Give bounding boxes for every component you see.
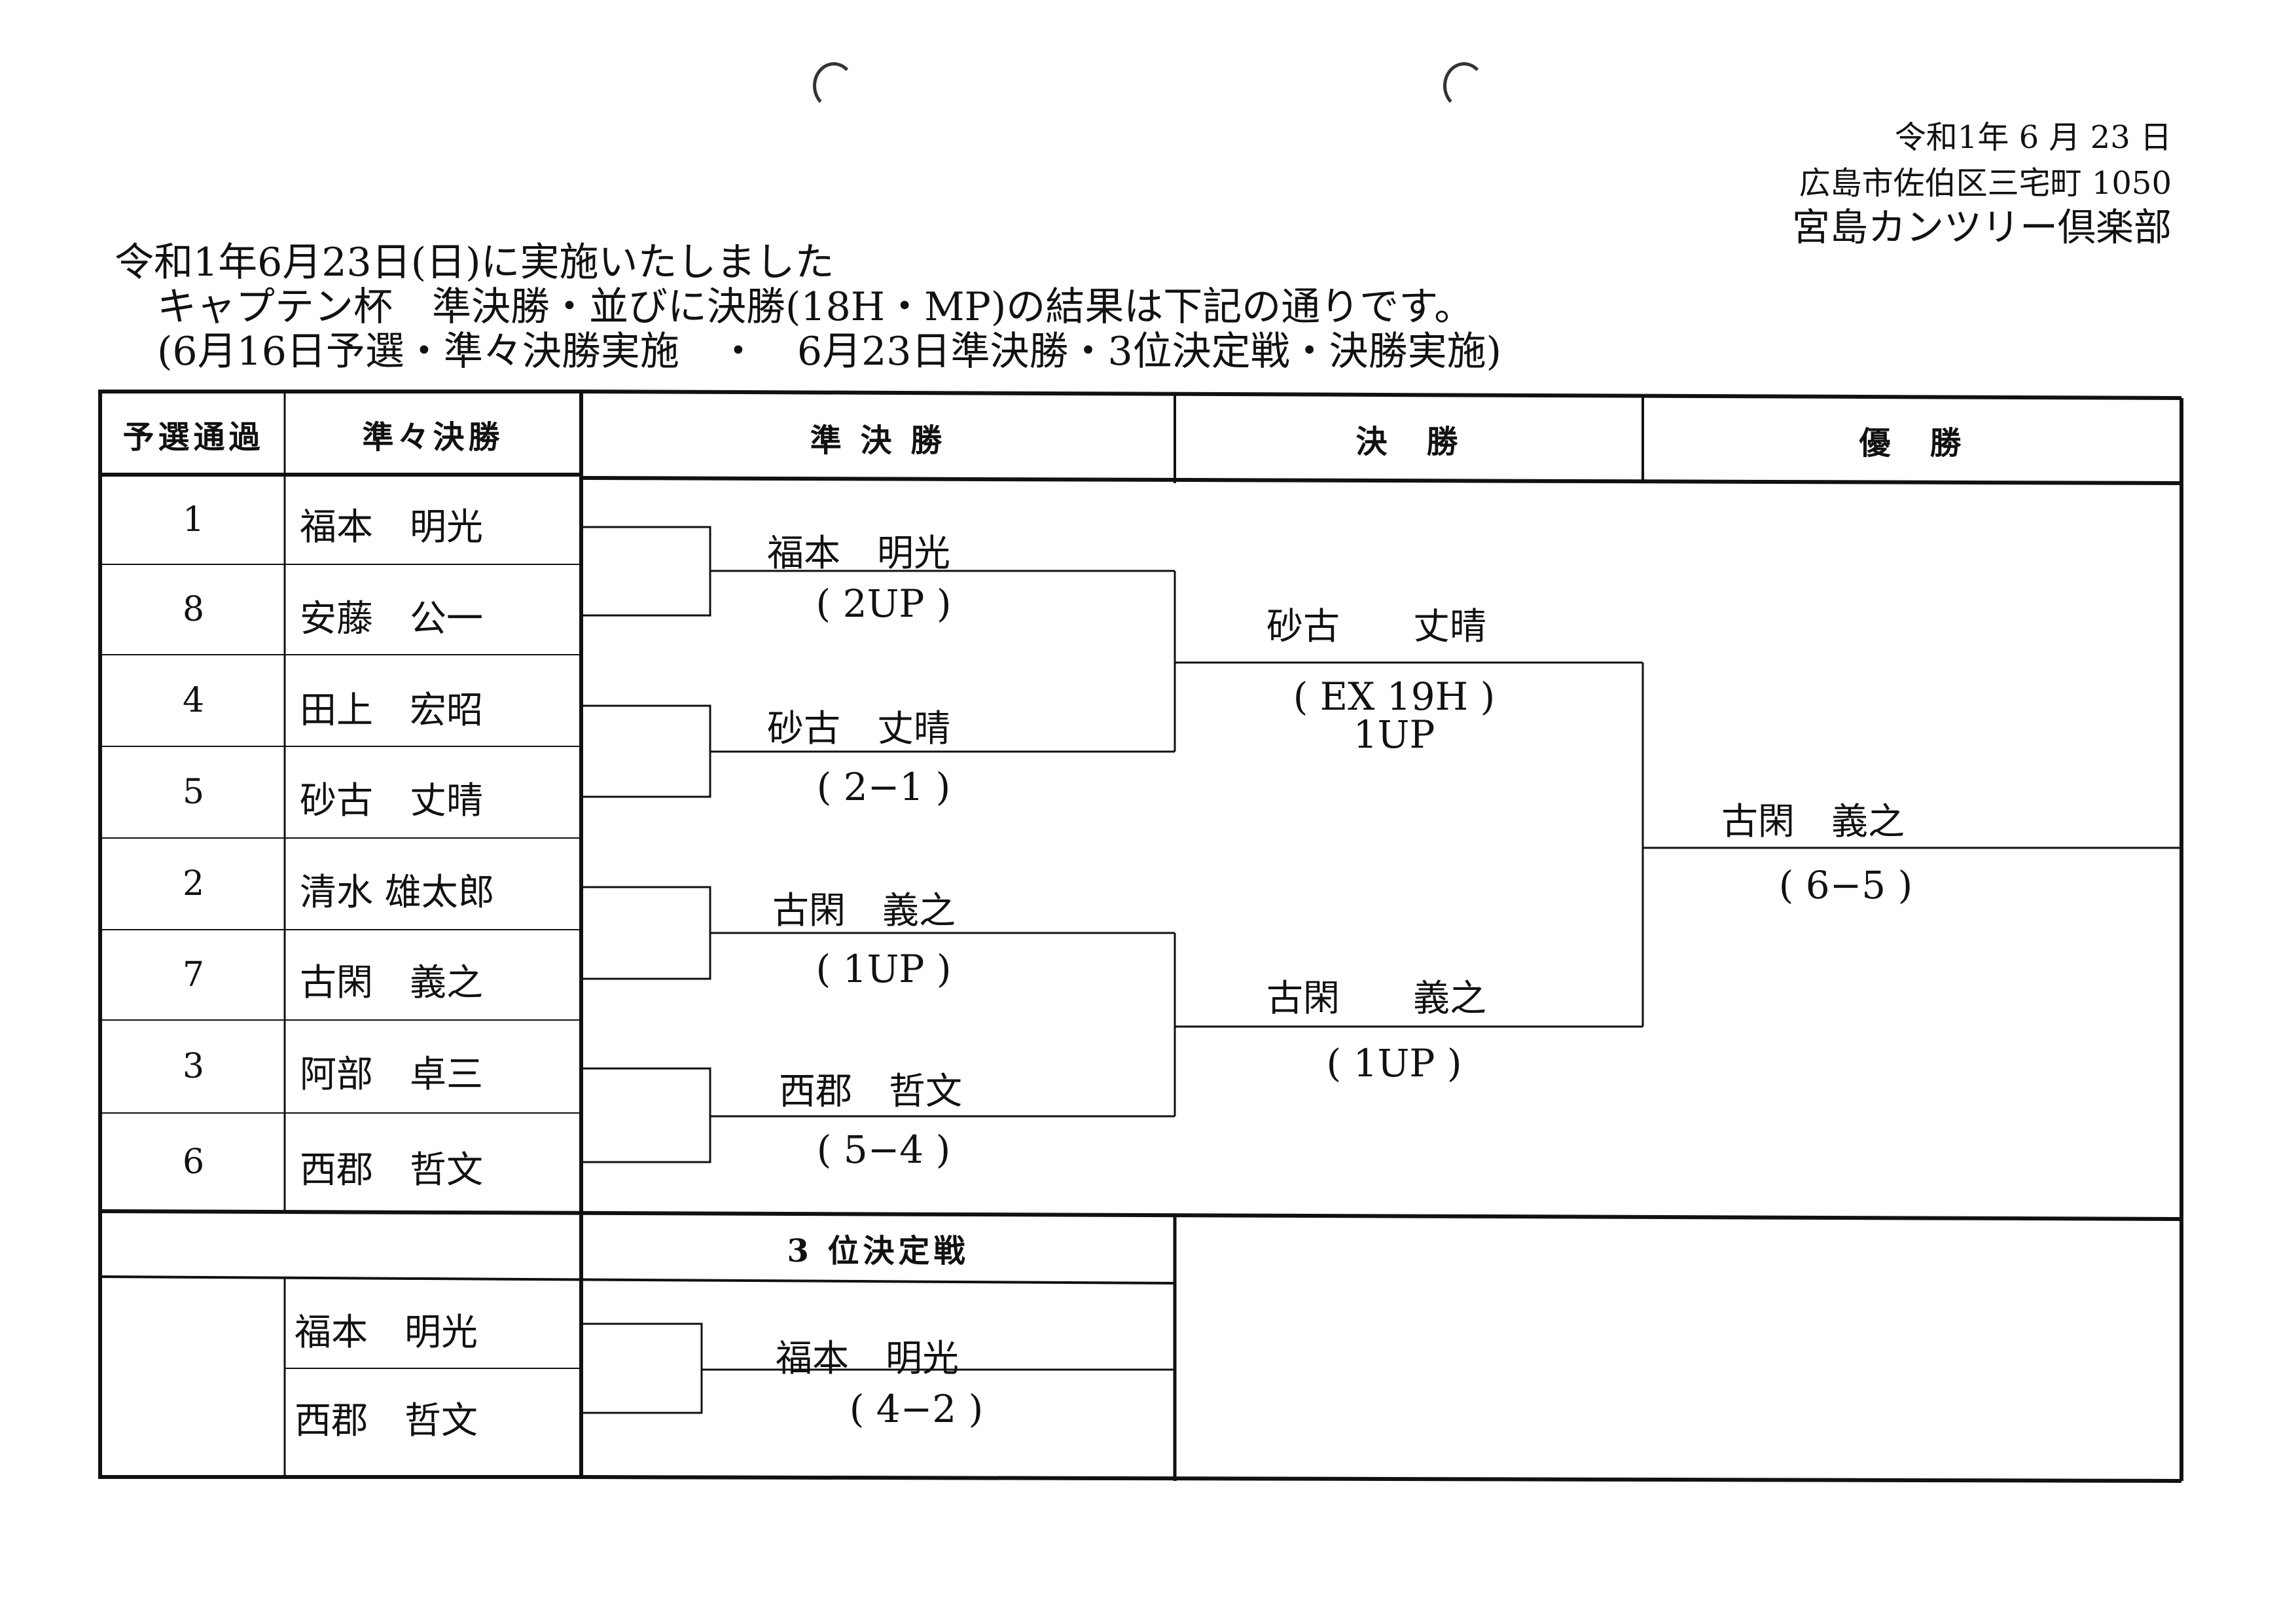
semifinal-score: ( 1UP ) bbox=[816, 947, 952, 991]
third-place-score: ( 4−2 ) bbox=[849, 1387, 984, 1431]
club-name: 宮島カンツリー倶楽部 bbox=[1791, 205, 2172, 249]
semifinal-winner: 福本 明光 bbox=[767, 532, 950, 575]
player-name: 福本 明光 bbox=[300, 506, 483, 549]
final-winner: 砂古 丈晴 bbox=[1266, 606, 1486, 648]
final-score-note: 1UP bbox=[1353, 712, 1435, 757]
seed-number: 7 bbox=[182, 955, 205, 994]
club-address: 広島市佐伯区三宅町 1050 bbox=[1799, 165, 2172, 202]
seed-number: 3 bbox=[182, 1047, 205, 1086]
final-winner: 古閑 義之 bbox=[1266, 977, 1486, 1020]
player-name: 砂古 丈晴 bbox=[300, 780, 483, 822]
document-date: 令和1年 6 月 23 日 bbox=[1894, 119, 2172, 156]
third-place-player: 福本 明光 bbox=[295, 1311, 478, 1354]
intro-line-2: キャプテン杯 準決勝・並びに決勝(18H・MP)の結果は下記の通りです。 bbox=[157, 284, 1474, 330]
semifinal-winner: 古閑 義之 bbox=[772, 890, 956, 932]
seed-number: 4 bbox=[182, 681, 205, 720]
header-final: 決 勝 bbox=[1355, 424, 1462, 460]
seed-number: 1 bbox=[182, 500, 205, 539]
semifinal-winner: 砂古 丈晴 bbox=[767, 708, 950, 750]
third-place-winner: 福本 明光 bbox=[776, 1338, 959, 1380]
player-name: 安藤 公一 bbox=[300, 598, 483, 640]
seed-number: 5 bbox=[182, 773, 205, 812]
player-name: 清水 雄太郎 bbox=[300, 871, 495, 914]
header-semifinal: 準 決 勝 bbox=[810, 422, 946, 459]
header-quarterfinal: 準々決勝 bbox=[362, 418, 504, 456]
header-seed: 予選通過 bbox=[122, 418, 264, 456]
player-name: 阿部 卓三 bbox=[300, 1053, 483, 1096]
semifinal-score: ( 2−1 ) bbox=[816, 765, 951, 809]
seed-number: 8 bbox=[182, 590, 205, 629]
champion-score: ( 6−5 ) bbox=[1778, 863, 1913, 907]
player-name: 古閑 義之 bbox=[300, 962, 483, 1004]
seed-number: 6 bbox=[182, 1142, 205, 1182]
semifinal-score: ( 5−4 ) bbox=[816, 1127, 951, 1172]
intro-line-3: (6月16日予選・準々決勝実施 ・ 6月23日準決勝・3位決定戦・決勝実施) bbox=[157, 329, 1502, 374]
intro-line-1: 令和1年6月23日(日)に実施いたしました bbox=[115, 240, 834, 285]
player-name: 西郡 哲文 bbox=[300, 1149, 483, 1192]
punch-hole-left bbox=[813, 62, 855, 109]
final-score: ( EX 19H ) bbox=[1293, 674, 1496, 719]
semifinal-winner: 西郡 哲文 bbox=[779, 1070, 962, 1113]
punch-hole-right bbox=[1443, 62, 1485, 109]
semifinal-score: ( 2UP ) bbox=[816, 581, 952, 626]
seed-number: 2 bbox=[182, 864, 205, 903]
third-place-player: 西郡 哲文 bbox=[295, 1400, 478, 1442]
final-score: ( 1UP ) bbox=[1326, 1041, 1462, 1085]
champion-name: 古閑 義之 bbox=[1721, 801, 1905, 843]
player-name: 田上 宏昭 bbox=[300, 689, 483, 732]
header-champion: 優 勝 bbox=[1859, 425, 1965, 462]
header-third-place: 3 位決定戦 bbox=[787, 1233, 969, 1269]
